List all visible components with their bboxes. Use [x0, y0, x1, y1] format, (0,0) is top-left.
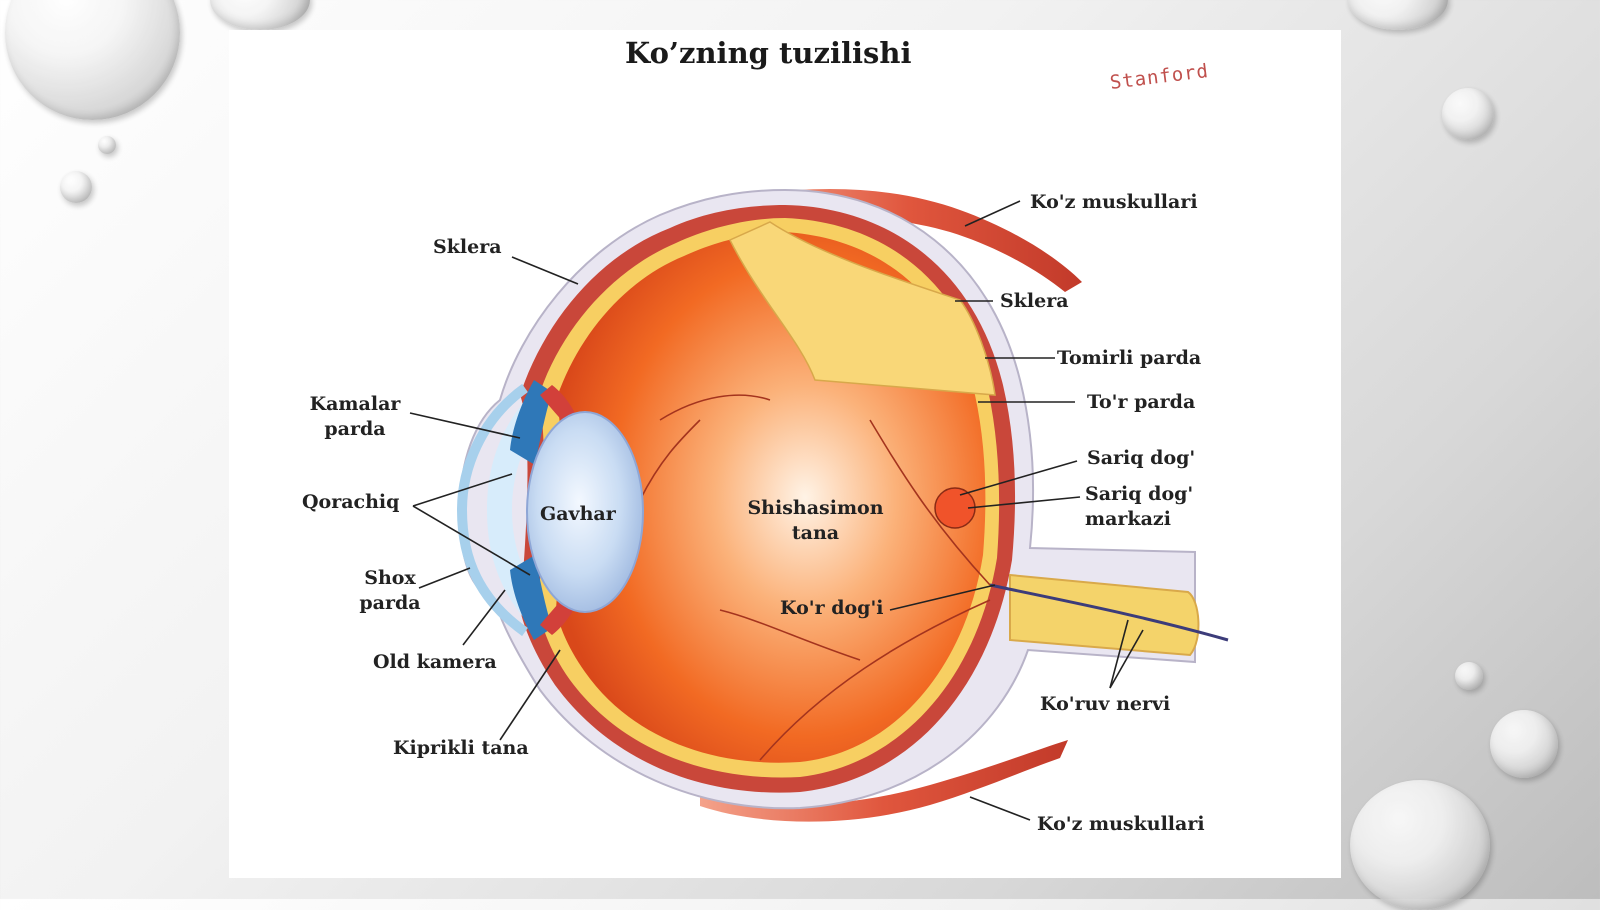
water-drop-right-lower	[1490, 710, 1558, 778]
label-kamalar-parda-line1: Kamalar	[309, 393, 401, 415]
label-kiprikli-tana: Kiprikli tana	[393, 737, 529, 759]
label-shox-parda: Shox parda	[350, 566, 430, 616]
label-kamalar-parda: Kamalar parda	[300, 392, 410, 442]
label-shox-parda-line1: Shox	[364, 567, 416, 589]
label-sariq-dog: Sariq dog'	[1087, 447, 1196, 469]
label-tomirli-parda: Tomirli parda	[1057, 347, 1202, 369]
water-drop-right-small	[1455, 662, 1483, 690]
label-gavhar: Gavhar	[540, 503, 616, 525]
label-old-kamera: Old kamera	[373, 651, 497, 673]
cutaway-section	[728, 221, 996, 396]
water-drop-left	[60, 171, 92, 203]
cornea	[456, 383, 528, 637]
lower-eye-muscle	[700, 740, 1068, 822]
label-shox-parda-line2: parda	[359, 592, 421, 614]
label-sariq-dog-markazi-line1: Sariq dog'	[1085, 483, 1194, 505]
label-muscles-bottom: Ko'z muskullari	[1037, 813, 1205, 835]
label-sariq-dog-markazi: Sariq dog' markazi	[1085, 482, 1193, 532]
leader-lines	[409, 200, 1144, 821]
label-sklera-right: Sklera	[1000, 290, 1069, 312]
iris	[510, 380, 552, 465]
water-drop-right	[1442, 88, 1494, 140]
label-sariq-dog-markazi-line2: markazi	[1085, 508, 1171, 530]
label-qorachiq: Qorachiq	[302, 491, 400, 513]
label-kamalar-parda-line2: parda	[324, 418, 386, 440]
label-kor-dogi: Ko'r dog'i	[780, 597, 884, 619]
diagram-title: Ko’zning tuzilishi	[625, 36, 912, 70]
water-drop-small-left	[98, 136, 116, 154]
optic-nerve	[1009, 573, 1200, 657]
anterior-chamber	[487, 395, 540, 625]
retinal-vessels	[639, 394, 991, 761]
label-shishasimon-tana: Shishasimon tana	[733, 496, 898, 546]
label-tor-parda: To'r parda	[1087, 391, 1196, 413]
label-shishasimon-line2: tana	[791, 522, 840, 544]
lens	[526, 411, 644, 613]
water-drop-bottom-right	[1350, 780, 1490, 910]
label-shishasimon-line1: Shishasimon	[747, 497, 884, 519]
label-sklera-left: Sklera	[433, 236, 502, 258]
iris-lower	[510, 555, 552, 640]
label-koruv-nervi: Ko'ruv nervi	[1040, 693, 1171, 715]
optic-nerve-vessel	[989, 583, 1229, 642]
label-muscles-top: Ko'z muskullari	[1030, 191, 1198, 213]
